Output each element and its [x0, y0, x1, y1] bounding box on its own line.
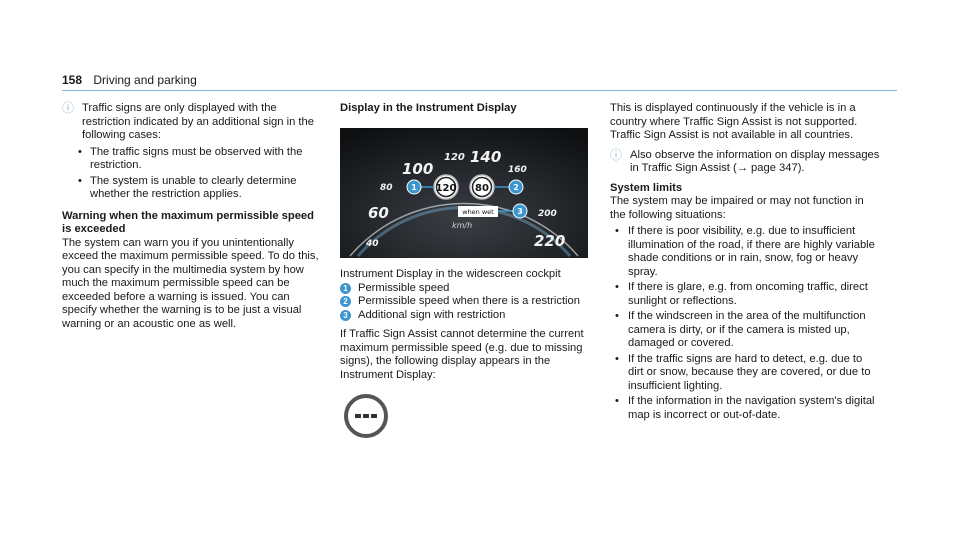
column-2: Display in the Instrument Display [340, 102, 602, 116]
note: ⓘ Traffic signs are only displayed with … [62, 101, 324, 202]
callout-3-label: 3 [517, 207, 523, 216]
legend-number: 2 [340, 296, 351, 307]
list-item: If the windscreen in the area of the mul… [610, 310, 880, 351]
gauge-number: 220 [534, 232, 565, 250]
callout-3 [512, 203, 528, 219]
list-item: The system is unable to clearly determin… [62, 175, 324, 202]
fallback-paragraph: If Traffic Sign Assist cannot determine … [340, 328, 584, 381]
no-traffic-sign-icon [344, 394, 388, 438]
additional-sign [458, 206, 498, 217]
info-icon: ⓘ [610, 147, 623, 162]
info-icon: ⓘ [62, 101, 75, 115]
sign-2-value: 80 [475, 183, 489, 194]
figure-caption: Instrument Display in the widescreen coc… [340, 268, 561, 280]
legend-text: Permissible speed when there is a restri… [358, 295, 580, 307]
sign-1-value: 120 [436, 183, 457, 194]
gauge-number: 160 [508, 165, 527, 175]
section-heading: Display in the Instrument Display [340, 102, 517, 114]
legend-item: 3 Additional sign with restriction [340, 309, 602, 323]
callout-2-label: 2 [513, 183, 519, 192]
note-bullets: The traffic signs must be observed with … [62, 146, 324, 202]
section-title: Driving and parking [93, 73, 197, 87]
page-number: 158 [62, 73, 83, 87]
limits-list: If there is poor visibility, e.g. due to… [610, 225, 880, 422]
legend-item: 2 Permissible speed when there is a rest… [340, 295, 602, 309]
column-2-lower: Instrument Display in the widescreen coc… [340, 268, 602, 382]
page-header: 158 Driving and parking [62, 73, 197, 87]
list-item: If the traffic signs are hard to detect,… [610, 353, 880, 394]
gauge-number: 100 [402, 160, 433, 178]
paragraph: This is displayed continuously if the ve… [610, 102, 858, 141]
list-item: If there is glare, e.g. from oncoming tr… [610, 281, 880, 308]
legend-number: 3 [340, 309, 351, 321]
column-3: This is displayed continuously if the ve… [610, 102, 880, 424]
limits-heading: System limits [610, 181, 683, 194]
gauge-number: 60 [368, 204, 389, 222]
legend-item: 1 Permissible speed [340, 282, 602, 296]
limits-intro: The system may be impaired or may not fu… [610, 195, 864, 221]
list-item: If the information in the navigation sys… [610, 395, 880, 422]
callout-1 [406, 179, 422, 195]
gauge-number: 120 [444, 152, 465, 163]
list-item: The traffic signs must be observed with … [62, 146, 324, 173]
gauge-number: 200 [538, 209, 557, 219]
legend-text: Additional sign with restriction [358, 308, 506, 321]
warning-text: The system can warn you if you unintenti… [62, 236, 319, 330]
gauge-number: 140 [470, 148, 501, 166]
instrument-display-image: 100 120 140 160 80 60 40 200 220 km/h 12… [340, 128, 588, 258]
gauge-number: 80 [380, 183, 393, 193]
column-1: ⓘ Traffic signs are only displayed with … [62, 101, 324, 331]
legend-text: Permissible speed [358, 281, 450, 294]
list-item: If there is poor visibility, e.g. due to… [610, 225, 880, 279]
header-divider [62, 90, 897, 91]
additional-sign-text: when wet [462, 208, 494, 216]
note-text: Traffic signs are only displayed with th… [82, 102, 314, 141]
warning-heading: Warning when the maximum permissible spe… [62, 209, 314, 236]
callout-2 [508, 179, 524, 195]
callout-1-label: 1 [411, 183, 417, 192]
gauge-number: 40 [365, 239, 379, 249]
note: ⓘ Also observe the information on displa… [610, 147, 880, 176]
speed-unit: km/h [452, 221, 472, 230]
legend-number: 1 [340, 282, 351, 294]
note-text: Also observe the information on display … [630, 148, 880, 175]
